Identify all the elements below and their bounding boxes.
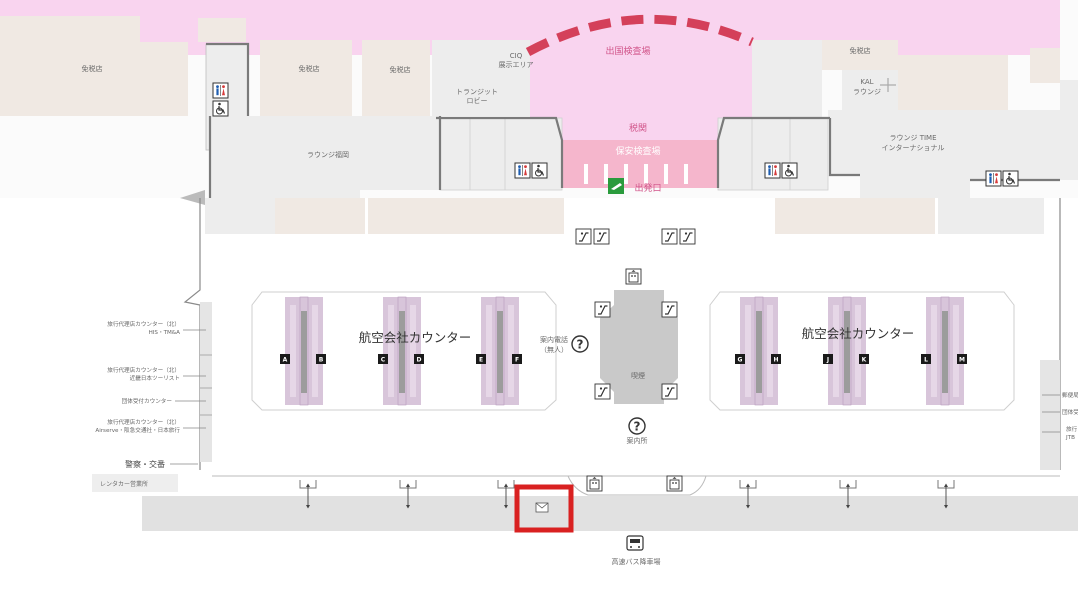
restroom-icon[interactable] [514, 162, 531, 179]
counter-G: G [738, 357, 743, 364]
label-duty-free-3: 免税店 [390, 65, 411, 74]
label-departure-immigration: 出国検査場 [605, 45, 650, 57]
label-right-2: 団体受付 [1062, 408, 1078, 416]
restroom-icon[interactable] [985, 170, 1002, 187]
label-right-3a: 旅行 [1066, 425, 1078, 433]
information-question-icon[interactable] [628, 417, 646, 435]
counter-L: L [924, 357, 928, 364]
wheelchair-icon[interactable] [531, 162, 548, 179]
label-travel-counter-1a: 旅行代理店カウンター（北） [107, 320, 180, 328]
lounge-time-international [828, 110, 1060, 198]
label-ciq-1: CIQ [510, 52, 523, 60]
label-group-counter: 団体受付カウンター [122, 397, 173, 405]
transit-lobby [432, 40, 530, 116]
duty-free-shop-3 [362, 40, 430, 116]
label-lounge-fukuoka: ラウンジ福岡 [307, 150, 349, 159]
restroom-icon[interactable] [212, 82, 229, 99]
label-travel-counter-2b: 近畿日本ツーリスト [130, 374, 180, 382]
elevator-icon[interactable] [625, 268, 642, 285]
label-airline-counter-right: 航空会社カウンター [802, 326, 915, 341]
counter-island-ef [480, 296, 520, 406]
elevator-icon[interactable] [586, 475, 603, 492]
label-travel-counter-4a: 旅行代理店カウンター（北） [107, 418, 180, 426]
counter-B: B [319, 357, 324, 364]
bus-icon[interactable] [626, 535, 644, 551]
label-kal-1: KAL [860, 78, 873, 86]
wheelchair-icon[interactable] [781, 162, 798, 179]
label-lounge-time-1: ラウンジ TIME [889, 134, 936, 142]
departure-plane-icon[interactable] [608, 178, 624, 194]
counter-H: H [773, 357, 778, 364]
label-info-desk: 案内所 [627, 436, 648, 445]
label-duty-free-1: 免税店 [82, 64, 103, 73]
label-duty-free-4: 免税店 [850, 46, 871, 55]
restroom-icon[interactable] [764, 162, 781, 179]
elevator-icon[interactable] [666, 475, 683, 492]
escalator-icon[interactable] [661, 383, 678, 400]
counter-island-ab [284, 296, 324, 406]
counter-E: E [479, 357, 483, 364]
label-security: 保安検査場 [615, 145, 660, 157]
escalator-icon[interactable] [661, 301, 678, 318]
bottom-corridor [142, 496, 1078, 531]
escalator-icon[interactable] [679, 228, 696, 245]
duty-free-shop-2 [260, 40, 352, 116]
counter-K: K [862, 357, 867, 364]
label-departure-gate: 出発口 [634, 182, 661, 194]
counter-island-gh [739, 296, 779, 406]
counter-M: M [959, 357, 965, 364]
label-travel-counter-2a: 旅行代理店カウンター（北） [107, 366, 180, 374]
label-ciq-2: 展示エリア [499, 61, 534, 69]
smoking-room [600, 290, 678, 404]
label-right-3b: JTB [1065, 435, 1075, 441]
label-kal-2: ラウンジ [853, 88, 881, 96]
counter-D: D [417, 357, 422, 364]
label-info-phone-2: （無人） [540, 345, 568, 354]
highlight-marker [514, 484, 574, 533]
escalator-icon[interactable] [661, 228, 678, 245]
information-question-icon[interactable] [571, 335, 589, 353]
label-smoking: 喫煙 [631, 371, 645, 380]
counter-island-cd [382, 296, 422, 406]
label-bus-stop: 高速バス降車場 [612, 557, 661, 566]
counter-F: F [515, 357, 519, 364]
escalator-icon[interactable] [593, 228, 610, 245]
counter-C: C [381, 357, 386, 364]
kal-lounge [842, 70, 898, 110]
label-police: 警察・交番 [125, 459, 165, 469]
label-airline-counter-left: 航空会社カウンター [359, 330, 472, 345]
rental-car-office [92, 474, 178, 492]
wheelchair-icon[interactable] [1002, 170, 1019, 187]
label-rental-car: レンタカー営業所 [100, 480, 148, 488]
label-customs: 税関 [629, 122, 647, 134]
label-transit-2: ロビー [467, 96, 488, 105]
label-duty-free-2: 免税店 [299, 64, 320, 73]
label-lounge-time-2: インターナショナル [882, 143, 945, 152]
escalator-icon[interactable] [594, 301, 611, 318]
label-transit-1: トランジット [456, 88, 498, 96]
counter-island-jk [827, 296, 867, 406]
escalator-icon[interactable] [594, 383, 611, 400]
label-right-1: 郵便局 [1062, 391, 1078, 399]
duty-free-shop-1 [0, 16, 140, 116]
counter-island-lm [925, 296, 965, 406]
label-travel-counter-4b: Airserve・阪急交通社・日本旅行 [95, 426, 180, 434]
counter-A: A [283, 357, 288, 364]
departure-immigration-area [530, 25, 752, 140]
label-info-phone-1: 案内電話 [540, 335, 568, 344]
label-travel-counter-1b: HIS・TM&A [149, 330, 181, 336]
duty-free-shop-4 [822, 40, 898, 70]
immigration-arc [525, 14, 754, 56]
escalator-icon[interactable] [575, 228, 592, 245]
counter-J: J [826, 357, 829, 364]
lounge-fukuoka [210, 116, 440, 198]
postbox-icon[interactable] [535, 502, 549, 513]
wheelchair-icon[interactable] [212, 100, 229, 117]
